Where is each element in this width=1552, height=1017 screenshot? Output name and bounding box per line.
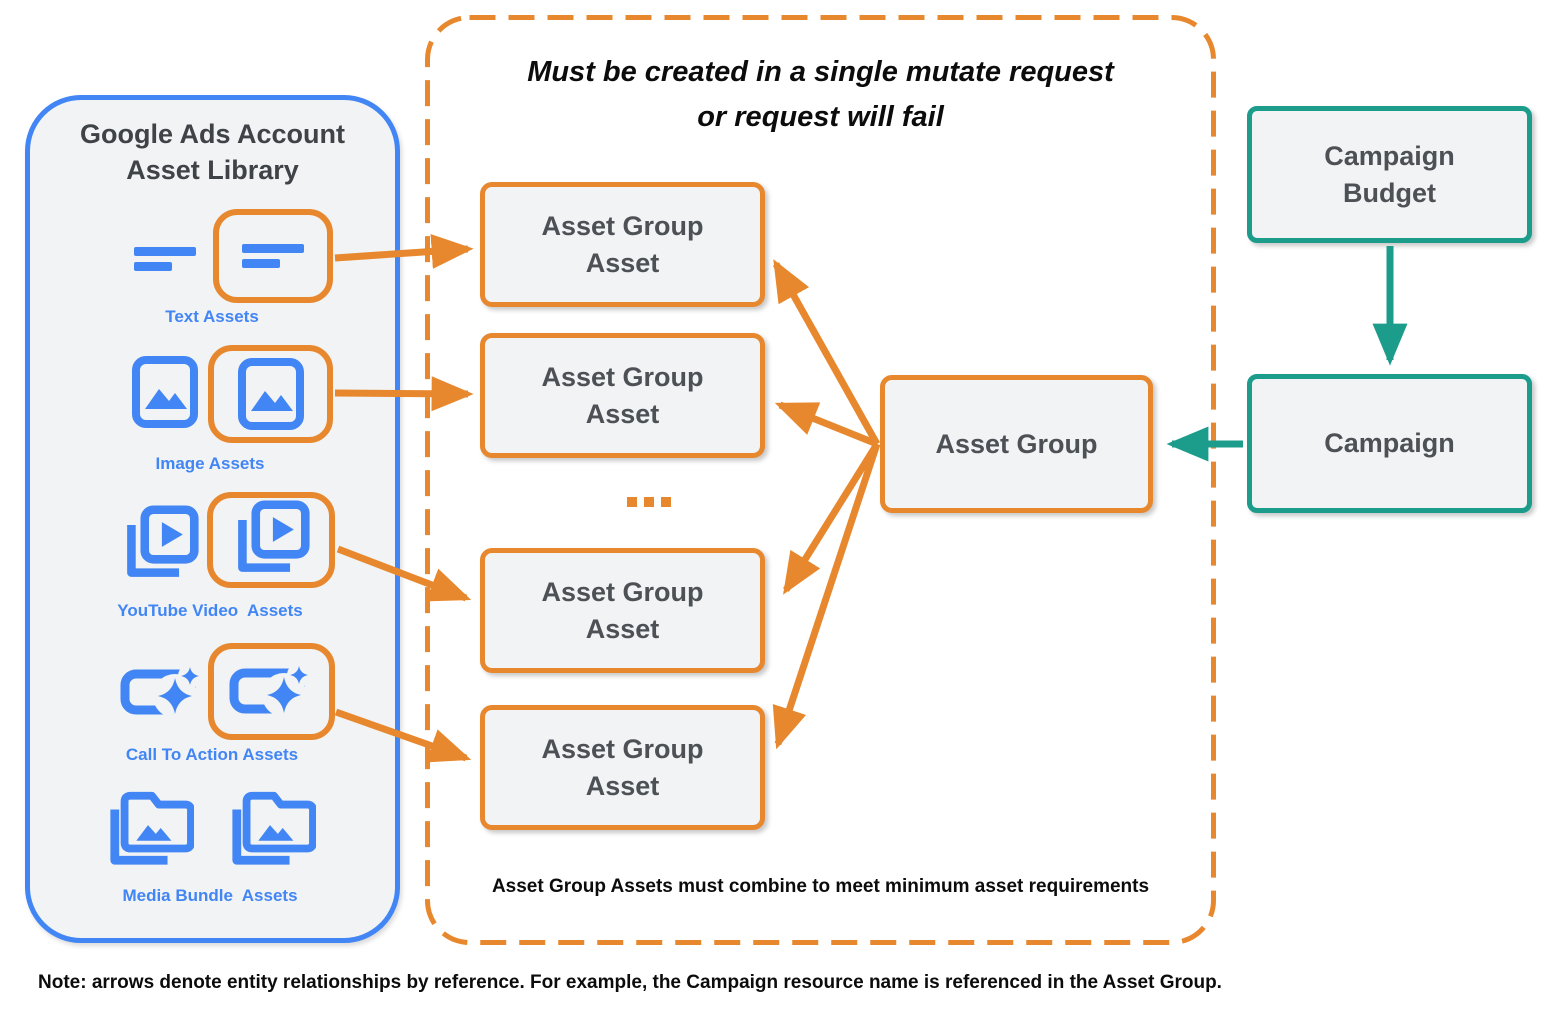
- mutate-request-title: Must be created in a single mutate reque…: [527, 56, 1114, 133]
- youtube-video-assets-label: YouTube Video Assets: [117, 601, 303, 620]
- image-asset-icon: [131, 356, 199, 428]
- image-asset-icon: [237, 358, 304, 430]
- ellipsis: [627, 497, 671, 507]
- text-asset-icon: [132, 242, 198, 276]
- media-bundle-asset-icon: [102, 786, 194, 870]
- youtube-video-asset-icon: [238, 500, 310, 572]
- arrow-assetgroup-to-asset3: [783, 442, 880, 595]
- asset-group-asset-box: Asset Group Asset: [480, 705, 765, 830]
- arrow-assetgroup-to-asset2: [774, 401, 879, 448]
- asset-group-asset-box: Asset Group Asset: [480, 548, 765, 673]
- selected-asset-outline: [213, 209, 333, 303]
- footnote: Note: arrows denote entity relationships…: [38, 972, 1222, 993]
- asset-group-asset-box: Asset Group Asset: [480, 182, 765, 307]
- selected-asset-outline: [207, 492, 335, 588]
- text-asset-icon: [242, 244, 304, 268]
- text-assets-label: Text Assets: [165, 307, 259, 326]
- campaign-box: Campaign: [1247, 374, 1532, 513]
- arrow-assetgroup-to-asset4: [772, 442, 881, 750]
- asset-library-title: Google Ads Account Asset Library: [79, 119, 345, 186]
- call-to-action-asset-icon: [229, 662, 311, 717]
- image-assets-label: Image Assets: [155, 454, 265, 473]
- campaign-budget-box: Campaign Budget: [1247, 106, 1532, 243]
- call-to-action-assets-label: Call To Action Assets: [125, 745, 299, 764]
- asset-group-box: Asset Group: [880, 375, 1153, 513]
- media-bundle-asset-icon: [224, 786, 316, 870]
- media-bundle-assets-label: Media Bundle Assets: [122, 886, 298, 905]
- arrow-assetgroup-to-asset1: [772, 259, 881, 446]
- call-to-action-asset-icon: [120, 662, 206, 724]
- youtube-video-asset-icon: [120, 504, 200, 586]
- selected-asset-outline: [208, 643, 335, 740]
- asset-requirements-note: Asset Group Assets must combine to meet …: [491, 876, 1150, 897]
- selected-asset-outline: [208, 345, 333, 443]
- asset-group-asset-box: Asset Group Asset: [480, 333, 765, 458]
